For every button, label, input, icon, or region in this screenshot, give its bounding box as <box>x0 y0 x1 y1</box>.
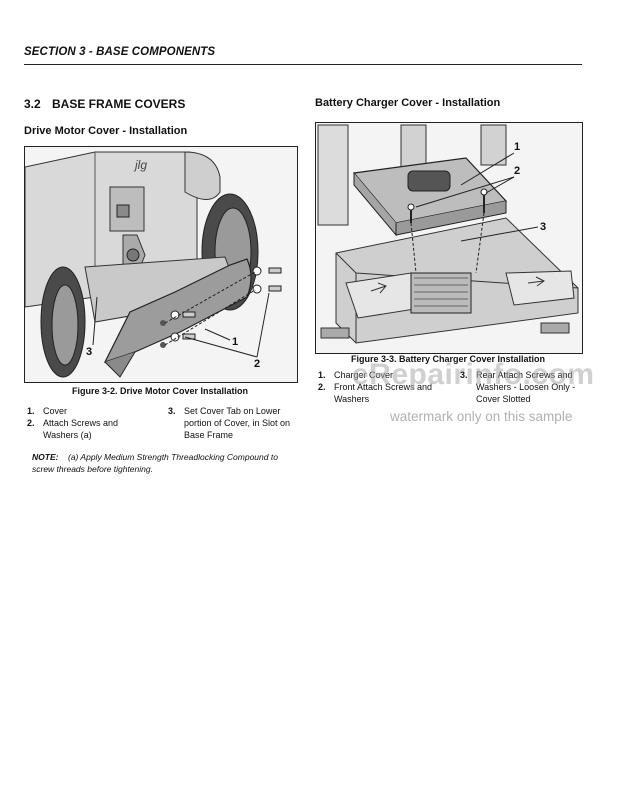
right-legend-col2: 3.Rear Attach Screws and Washers - Loose… <box>460 369 582 405</box>
drive-motor-cover-drawing: jlg <box>24 147 297 382</box>
drive-motor-figure: jlg 1 2 3 <box>24 146 298 383</box>
svg-text:jlg: jlg <box>133 158 147 172</box>
callout-1: 1 <box>232 336 239 348</box>
left-legend-col1: 1.Cover 2.Attach Screws and Washers (a) <box>27 405 157 441</box>
callout-2: 2 <box>254 358 261 370</box>
note: NOTE:(a) Apply Medium Strength Threadloc… <box>32 451 292 475</box>
left-legend-col2: 3.Set Cover Tab on Lower portion of Cove… <box>168 405 293 441</box>
drive-motor-subtitle: Drive Motor Cover - Installation <box>24 125 188 137</box>
header-rule <box>24 64 582 65</box>
legend-item: 2.Front Attach Screws and Washers <box>318 382 433 404</box>
figure-3-2-caption: Figure 3-2. Drive Motor Cover Installati… <box>71 386 249 396</box>
callout-3: 3 <box>86 346 93 358</box>
callout-3: 3 <box>540 221 547 233</box>
section-title: BASE FRAME COVERS <box>52 97 186 111</box>
battery-charger-cover-drawing <box>316 123 582 353</box>
watermark-text: watermark only on this sample <box>390 409 573 424</box>
legend-item: 1.Cover <box>27 406 68 416</box>
legend-item: 1.Charger Cover <box>318 370 394 380</box>
battery-charger-figure: 1 2 3 <box>315 122 583 354</box>
section-number: 3.2 <box>24 97 41 111</box>
battery-charger-subtitle: Battery Charger Cover - Installation <box>315 97 501 109</box>
section-heading: 3.2 BASE FRAME COVERS <box>24 97 185 111</box>
right-legend-col1: 1.Charger Cover 2.Front Attach Screws an… <box>318 369 443 405</box>
figure-3-3-caption: Figure 3-3. Battery Charger Cover Instal… <box>350 354 546 364</box>
legend-item: 3.Rear Attach Screws and Washers - Loose… <box>460 370 576 404</box>
legend-item: 2.Attach Screws and Washers (a) <box>27 418 119 440</box>
note-text: (a) Apply Medium Strength Threadlocking … <box>32 452 278 474</box>
legend-item: 3.Set Cover Tab on Lower portion of Cove… <box>168 406 291 440</box>
callout-2: 2 <box>514 165 521 177</box>
callout-1: 1 <box>514 141 521 153</box>
note-label: NOTE: <box>32 452 59 462</box>
section-header: SECTION 3 - BASE COMPONENTS <box>24 46 216 58</box>
